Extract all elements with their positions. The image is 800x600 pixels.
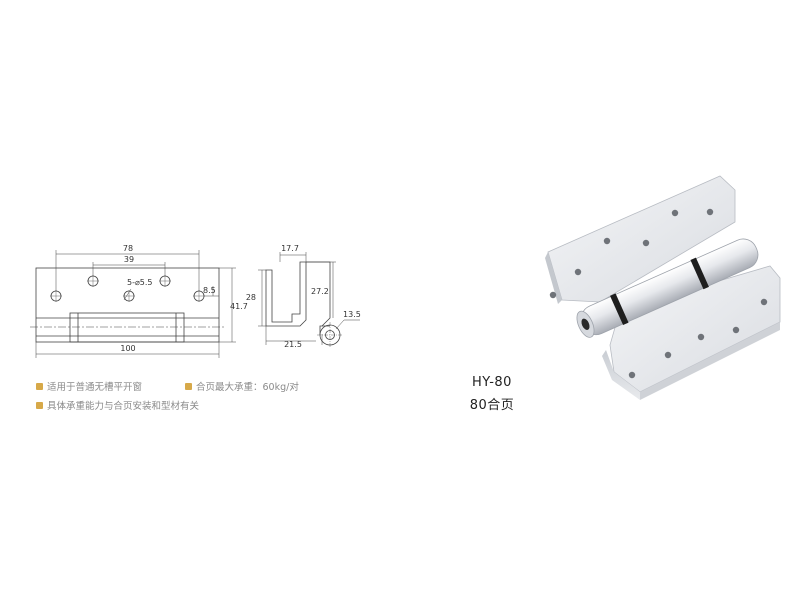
barrel-joint bbox=[690, 257, 709, 290]
dim-13-5: 13.5 bbox=[343, 310, 361, 319]
dim-17-7: 17.7 bbox=[281, 244, 299, 253]
note-text: 合页最大承重：60kg/对 bbox=[196, 382, 299, 393]
dim-39: 39 bbox=[124, 255, 134, 264]
leader-line bbox=[335, 319, 345, 330]
hinge-leaf-back-edge bbox=[545, 252, 562, 304]
hinge-product-image bbox=[545, 175, 781, 400]
dim-27-2: 27.2 bbox=[311, 287, 329, 296]
note-bullet-icon bbox=[185, 382, 192, 390]
leader-line bbox=[123, 288, 132, 301]
dim-78: 78 bbox=[123, 244, 133, 253]
hinge-leaf-front-bottom bbox=[640, 322, 780, 400]
front-view bbox=[30, 250, 236, 358]
note-text: 适用于普通无槽平开窗 bbox=[47, 382, 143, 393]
dim-41-7: 41.7 bbox=[230, 302, 248, 311]
note-bullet-icon bbox=[36, 401, 43, 409]
side-view bbox=[258, 252, 360, 348]
dim-21-5: 21.5 bbox=[284, 340, 302, 349]
note-item-3: 具体承重能力与合页安装和型材有关 bbox=[36, 398, 199, 412]
barrel-joint bbox=[610, 293, 629, 326]
hinge-leaf-front-edge bbox=[602, 350, 640, 400]
back-leaf-holes bbox=[549, 208, 714, 299]
note-item-1: 适用于普通无槽平开窗 bbox=[36, 379, 142, 393]
side-view-dimensions: 17.7 28 27.2 21.5 13.5 bbox=[246, 244, 361, 349]
note-item-2: 合页最大承重：60kg/对 bbox=[185, 379, 299, 393]
dim-holes: 5-⌀5.5 bbox=[127, 278, 153, 287]
hinge-barrel bbox=[576, 238, 759, 338]
product-name: 80合页 bbox=[469, 398, 515, 413]
dim-100: 100 bbox=[120, 344, 135, 353]
dim-8-5: 8.5 bbox=[203, 286, 216, 295]
product-model: HY-80 bbox=[472, 375, 512, 390]
note-bullet-icon bbox=[36, 382, 43, 390]
knuckle-body bbox=[69, 312, 185, 343]
front-view-dimensions: 78 39 5-⌀5.5 8.5 41.7 100 bbox=[120, 244, 247, 353]
pin-end bbox=[581, 318, 590, 330]
note-text: 具体承重能力与合页安装和型材有关 bbox=[47, 401, 200, 412]
front-leaf-holes bbox=[628, 298, 768, 379]
dim-28: 28 bbox=[246, 293, 256, 302]
side-profile-left bbox=[265, 261, 307, 327]
